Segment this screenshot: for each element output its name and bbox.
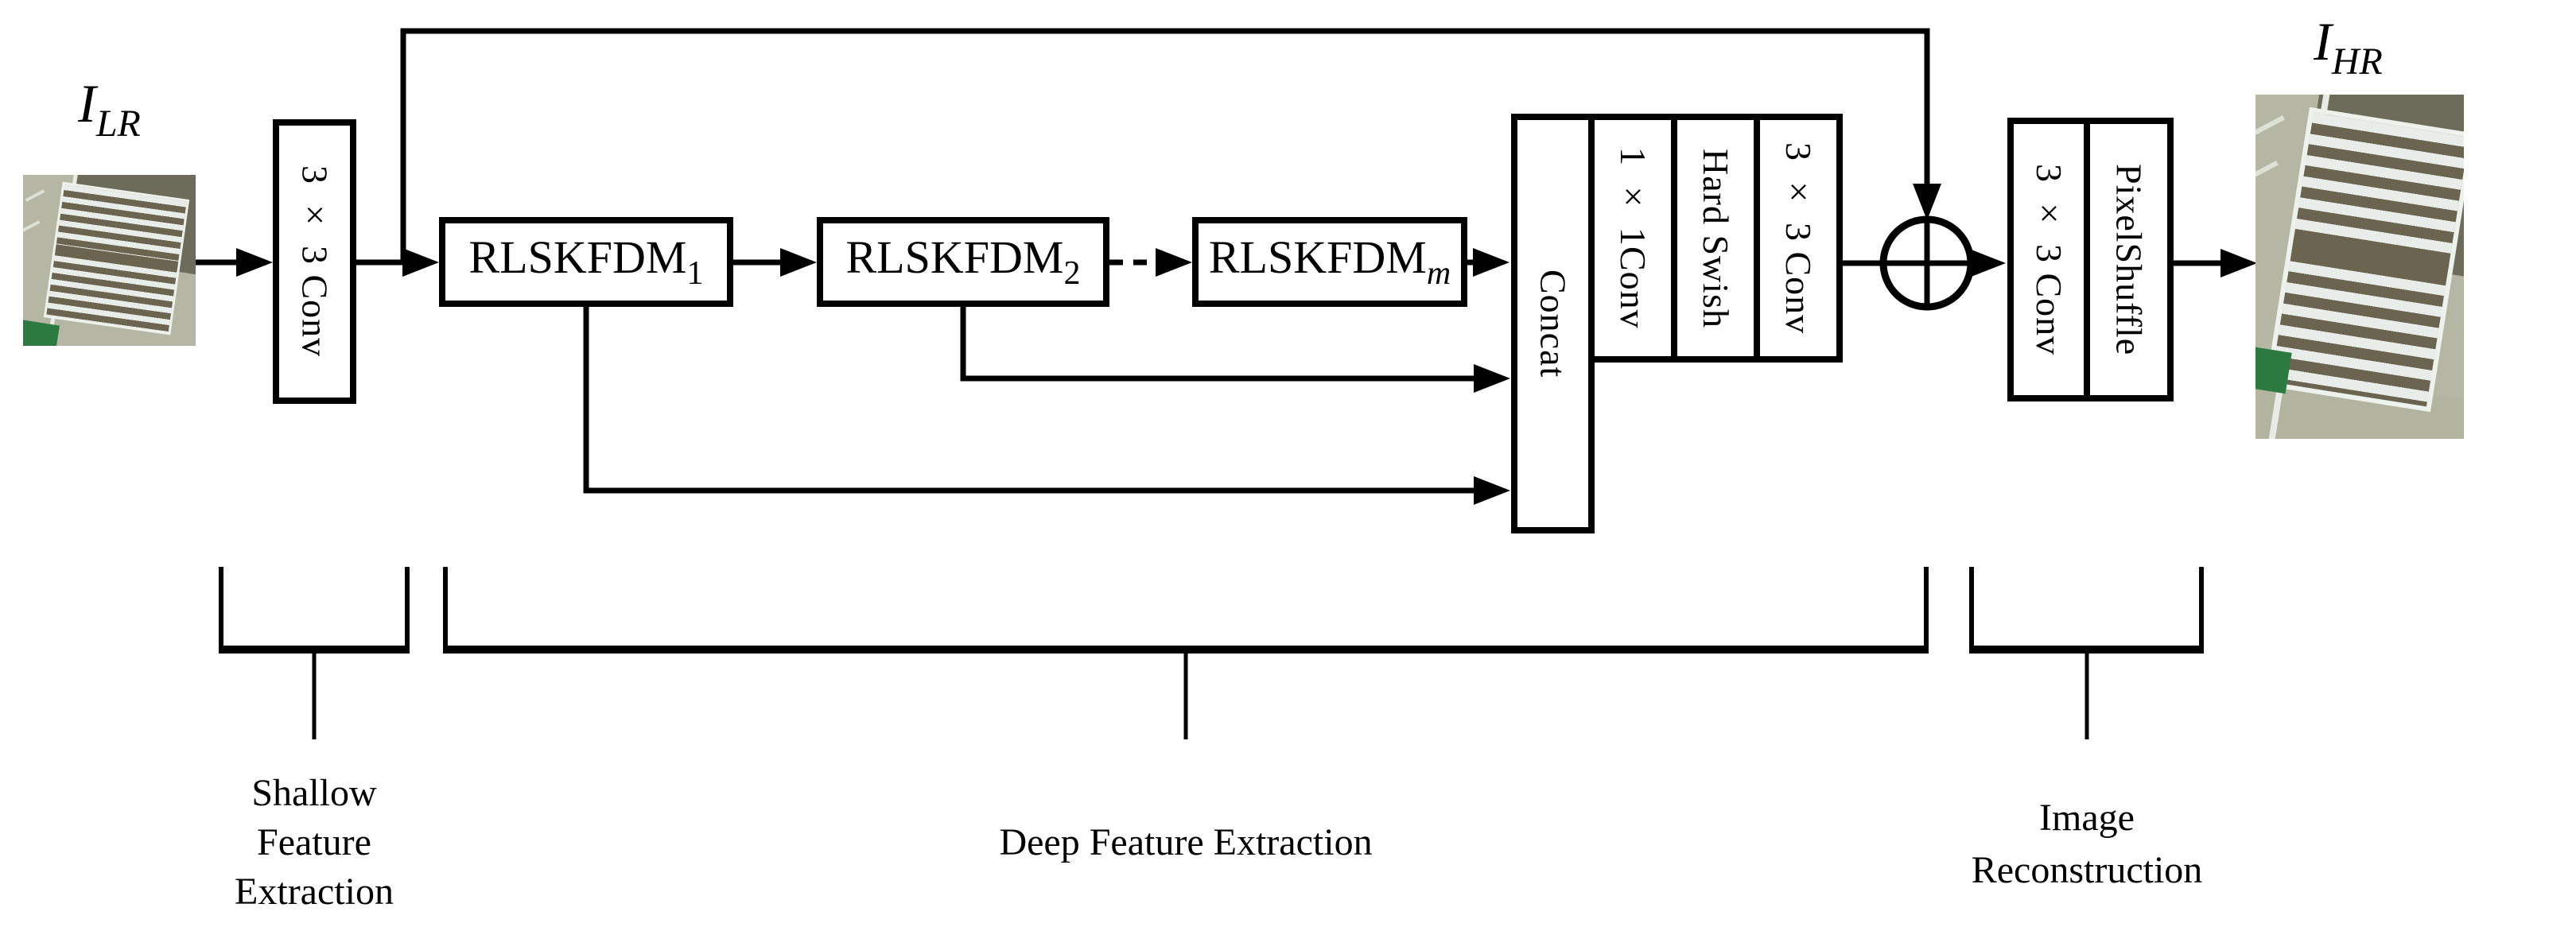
rlskfdm-index: m: [1426, 254, 1451, 292]
stage-label-shallow: Shallow Feature Extraction: [179, 769, 449, 917]
block-label: Hard Swish: [1696, 148, 1736, 328]
block-rlskfdm-1: RLSKFDM1: [439, 217, 733, 307]
input-label-base: I: [78, 73, 96, 134]
block-shallow-conv3x3: 3 × 3 Conv: [273, 119, 356, 404]
block-conv1x1: 1 × 1Conv: [1588, 114, 1677, 363]
arrowhead-down: [1913, 184, 1941, 220]
stage-bracket-shallow: [219, 567, 410, 739]
stage-label-reconstruction: Image Reconstruction: [1920, 792, 2254, 897]
block-hard-swish: Hard Swish: [1671, 114, 1760, 363]
rlskfdm-base: RLSKFDM: [468, 231, 687, 283]
rlskfdm2-branch-line: [960, 307, 1476, 382]
photo-crosswalk-gap: [2291, 239, 2450, 277]
block-label: RLSKFDMm: [1209, 234, 1451, 292]
block-label: RLSKFDM2: [846, 234, 1081, 292]
block-concat: Concat: [1511, 114, 1595, 533]
photo-grass-patch: [23, 318, 60, 346]
rlskfdm-index: 1: [686, 254, 704, 292]
rlskfdm-index: 2: [1063, 254, 1081, 292]
stage-label-line: Shallow: [251, 772, 377, 814]
stage-label-line: Image: [2039, 797, 2135, 839]
input-label-ilr: ILR: [16, 76, 203, 143]
output-image-hr: [2255, 95, 2464, 439]
block-label: 3 × 3 Conv: [2029, 163, 2069, 356]
stage-label-line: Reconstruction: [1971, 849, 2203, 891]
arrowhead: [402, 248, 439, 277]
block-rlskfdm-2: RLSKFDM2: [817, 217, 1109, 307]
block-label: PixelShuffle: [2108, 163, 2150, 356]
stage-label-deep: Deep Feature Extraction: [907, 819, 1464, 867]
input-label-sub: LR: [95, 103, 141, 145]
arrowhead: [1473, 248, 1509, 277]
stage-label-line: Deep Feature Extraction: [999, 821, 1373, 863]
arrowhead: [1474, 476, 1510, 505]
block-label: RLSKFDM1: [469, 234, 704, 292]
rlskfdm1-branch-line: [583, 307, 1476, 494]
output-label-ihr: IHR: [2251, 14, 2446, 81]
block-recon-conv3x3: 3 × 3 Conv: [2007, 118, 2090, 401]
sum-icon: [1879, 215, 1975, 311]
photo-road-marking: [2255, 160, 2279, 181]
block-label: Concat: [1533, 269, 1574, 378]
block-label: 3 × 3 Conv: [1778, 142, 1819, 335]
output-label-sub: HR: [2331, 41, 2383, 83]
stage-label-line: Feature: [257, 821, 371, 863]
block-fusion-conv3x3: 3 × 3 Conv: [1754, 114, 1843, 363]
photo-crosswalk: [43, 182, 189, 336]
arrowhead: [1474, 364, 1510, 393]
stage-bracket-reconstruction: [1969, 567, 2204, 739]
block-rlskfdm-m: RLSKFDMm: [1192, 217, 1467, 307]
photo-road-marking: [2255, 115, 2285, 137]
photo-crosswalk-gap: [55, 245, 178, 270]
photo-road-marking: [25, 189, 45, 202]
arrowhead: [2220, 249, 2257, 277]
arrowhead: [1156, 248, 1192, 277]
stage-bracket-deep: [443, 567, 1929, 739]
photo-road-marking: [23, 219, 40, 233]
rlskfdm-base: RLSKFDM: [1208, 231, 1427, 283]
arrowhead: [780, 248, 817, 277]
rlskfdm-base: RLSKFDM: [845, 231, 1064, 283]
output-label-base: I: [2314, 11, 2332, 72]
block-pixelshuffle: PixelShuffle: [2084, 118, 2174, 401]
arrowhead: [1969, 249, 2006, 277]
input-image-lr: [23, 175, 196, 346]
photo-crosswalk: [2265, 107, 2464, 413]
stage-label-line: Extraction: [235, 871, 394, 913]
block-label: 1 × 1Conv: [1613, 147, 1653, 329]
block-label: 3 × 3 Conv: [294, 165, 336, 358]
skip-connection-line: [400, 28, 1930, 262]
arrowhead: [236, 248, 273, 277]
